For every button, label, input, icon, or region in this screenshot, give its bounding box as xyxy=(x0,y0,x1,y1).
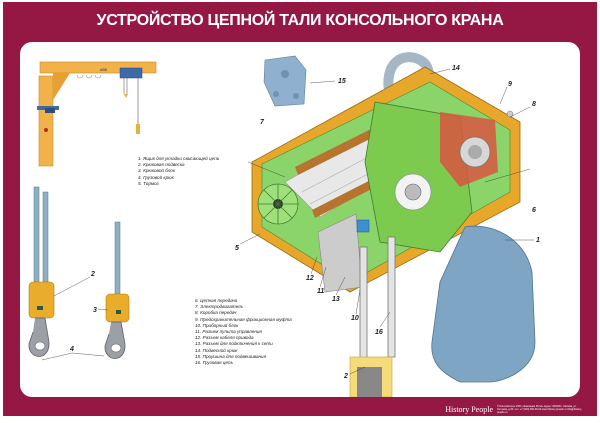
hook-callout-lines xyxy=(41,276,109,361)
diagram-illustration: ABB xyxy=(28,52,540,397)
hook-block-left-illustration xyxy=(28,186,55,357)
callout-5: 5 xyxy=(235,245,239,252)
callout-12: 12 xyxy=(306,275,314,282)
callout-6: 6 xyxy=(532,207,536,214)
callout-1: 1 xyxy=(536,237,540,244)
legend-item: 1. Ящик для укладки свисающей цепи xyxy=(138,156,220,161)
legend-item: 12. Разъем кабеля привода xyxy=(195,335,254,341)
legend-list-1: 1. Ящик для укладки свисающей цепи 2. Кр… xyxy=(138,156,219,187)
callout-2: 2 xyxy=(343,373,348,380)
legend-list-2: 6. Цепная передача 7. Электродвигатель 8… xyxy=(195,298,292,366)
publisher-fine-print: © Изготовитель ООО «Компания Ритм» Адрес… xyxy=(497,405,583,414)
legend-item: 13. Разъем для подключения к сети xyxy=(195,341,273,347)
callout-hook-2: 2 xyxy=(90,271,95,278)
poster-frame: УСТРОЙСТВО ЦЕПНОЙ ТАЛИ КОНСОЛЬНОГО КРАНА… xyxy=(3,2,597,416)
callout-8: 8 xyxy=(532,101,536,108)
callout-9: 9 xyxy=(508,81,512,88)
legend-item: 7. Электродвигатель xyxy=(195,304,244,310)
legend-item: 8. Коробка передач xyxy=(195,310,237,316)
hook-block-right-illustration xyxy=(104,221,130,359)
diagram-panel: ABB xyxy=(20,42,580,397)
callout-15: 15 xyxy=(338,78,346,85)
legend-item: 3. Крюковой блок xyxy=(138,168,176,174)
callout-lines xyxy=(239,68,534,375)
legend-item: 5. Тормоз xyxy=(138,180,159,186)
callout-16: 16 xyxy=(375,329,383,336)
brand-logo: History People xyxy=(445,405,493,414)
chain-hoist-cutaway-illustration xyxy=(251,52,536,397)
legend-item: 6. Цепная передача xyxy=(195,298,238,303)
legend-item: 16. Грузовая цепь xyxy=(195,360,234,366)
jib-crane-illustration: ABB xyxy=(37,61,157,167)
legend-item: 14. Подвесной крюк xyxy=(195,347,238,353)
legend-item: 9. Предохранительная фрикционная муфта xyxy=(195,316,292,322)
callout-hook-4: 4 xyxy=(69,346,74,353)
callout-hook-3: 3 xyxy=(93,307,97,314)
callout-7: 7 xyxy=(260,119,265,126)
legend-item: 4. Грузовой крюк xyxy=(138,174,174,180)
callout-10: 10 xyxy=(351,315,359,322)
legend-item: 15. Проушина для подвешивания xyxy=(195,353,267,359)
legend-item: 2. Крюковая подвеска xyxy=(138,162,185,168)
callout-13: 13 xyxy=(332,296,340,303)
poster-title: УСТРОЙСТВО ЦЕПНОЙ ТАЛИ КОНСОЛЬНОГО КРАНА xyxy=(96,12,504,29)
svg-text:ABB: ABB xyxy=(100,68,108,72)
legend-item: 10. Приборный блок xyxy=(195,322,239,328)
callout-14: 14 xyxy=(452,65,460,72)
callout-11: 11 xyxy=(317,288,324,295)
legend-item: 11. Разъем пульта управления xyxy=(195,329,262,335)
footer: History People © Изготовитель ООО «Компа… xyxy=(445,405,587,414)
